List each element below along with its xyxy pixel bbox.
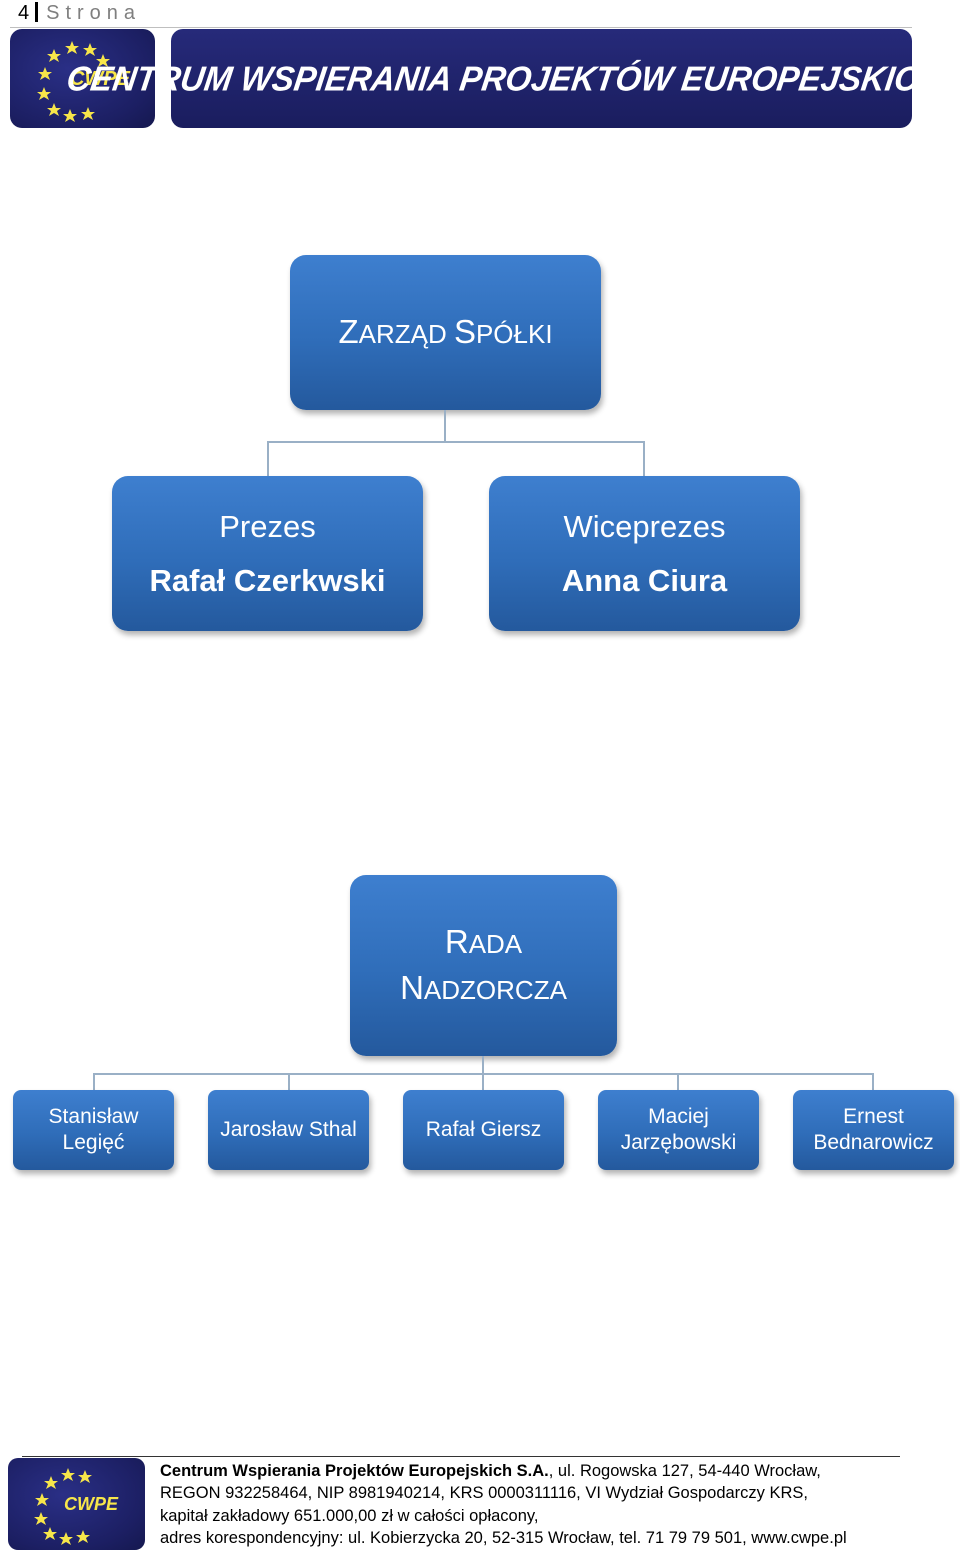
page-word: Strona xyxy=(46,2,142,24)
rada-connector xyxy=(93,1073,95,1090)
company-banner: CENTRUM WSPIERANIA PROJEKTÓW EUROPEJSKIC… xyxy=(65,29,960,128)
footer-cwpe-logo: CWPE xyxy=(8,1458,145,1550)
rada-member-box: Maciej Jarzębowski xyxy=(598,1090,759,1170)
eu-stars-logo-icon: CWPE xyxy=(37,41,131,122)
prezes-name: Rafał Czerkwski xyxy=(149,562,386,598)
rada-connector xyxy=(288,1073,290,1090)
cwpe-logo: CWPE xyxy=(10,29,155,128)
rada-connector xyxy=(677,1073,679,1090)
header-rule xyxy=(10,27,912,28)
rada-title-line2: NADZORCZA xyxy=(400,968,567,1006)
zarzad-connector xyxy=(267,441,269,476)
rada-title-line1: RADA xyxy=(444,922,523,960)
wiceprezes-name: Anna Ciura xyxy=(561,562,728,598)
prezes-box: Prezes Rafał Czerkwski xyxy=(112,476,423,631)
rada-connector xyxy=(872,1073,874,1090)
prezes-role: Prezes xyxy=(219,508,316,544)
rada-member-box: Rafał Giersz xyxy=(403,1090,564,1170)
zarzad-connector xyxy=(267,441,645,443)
footer-rule xyxy=(22,1456,900,1457)
rada-member-box: Jarosław Sthal xyxy=(208,1090,369,1170)
rada-box: RADA NADZORCZA xyxy=(350,875,617,1056)
rada-member-box: Ernest Bednarowicz xyxy=(793,1090,954,1170)
zarzad-box: ZARZĄD SPÓŁKI xyxy=(290,255,601,410)
footer-company-name: Centrum Wspierania Projektów Europejskic… xyxy=(160,1462,549,1480)
rada-connector xyxy=(482,1056,484,1074)
zarzad-connector xyxy=(444,410,446,442)
footer-address: Centrum Wspierania Projektów Europejskic… xyxy=(160,1460,847,1550)
banner-title: CENTRUM WSPIERANIA PROJEKTÓW EUROPEJSKIC… xyxy=(64,58,960,98)
zarzad-connector xyxy=(643,441,645,476)
rada-member-box: Stanisław Legięć xyxy=(13,1090,174,1170)
page-number-header: 4 Strona xyxy=(18,2,141,25)
wiceprezes-box: Wiceprezes Anna Ciura xyxy=(489,476,800,631)
footer-logo-text: CWPE xyxy=(64,1494,119,1514)
eu-stars-logo-icon: CWPE xyxy=(34,1468,119,1545)
footer-registry: REGON 932258464, NIP 8981940214, KRS 000… xyxy=(160,1484,809,1503)
header-separator xyxy=(35,2,39,22)
footer-capital: kapitał zakładowy 651.000,00 zł w całośc… xyxy=(160,1506,539,1525)
logo-text: CWPE xyxy=(70,68,131,90)
zarzad-title: ZARZĄD SPÓŁKI xyxy=(338,312,553,350)
wiceprezes-role: Wiceprezes xyxy=(563,508,726,544)
page-number: 4 xyxy=(18,2,30,24)
rada-connector xyxy=(482,1073,484,1090)
footer-correspondence: adres korespondencyjny: ul. Kobierzycka … xyxy=(160,1529,847,1548)
